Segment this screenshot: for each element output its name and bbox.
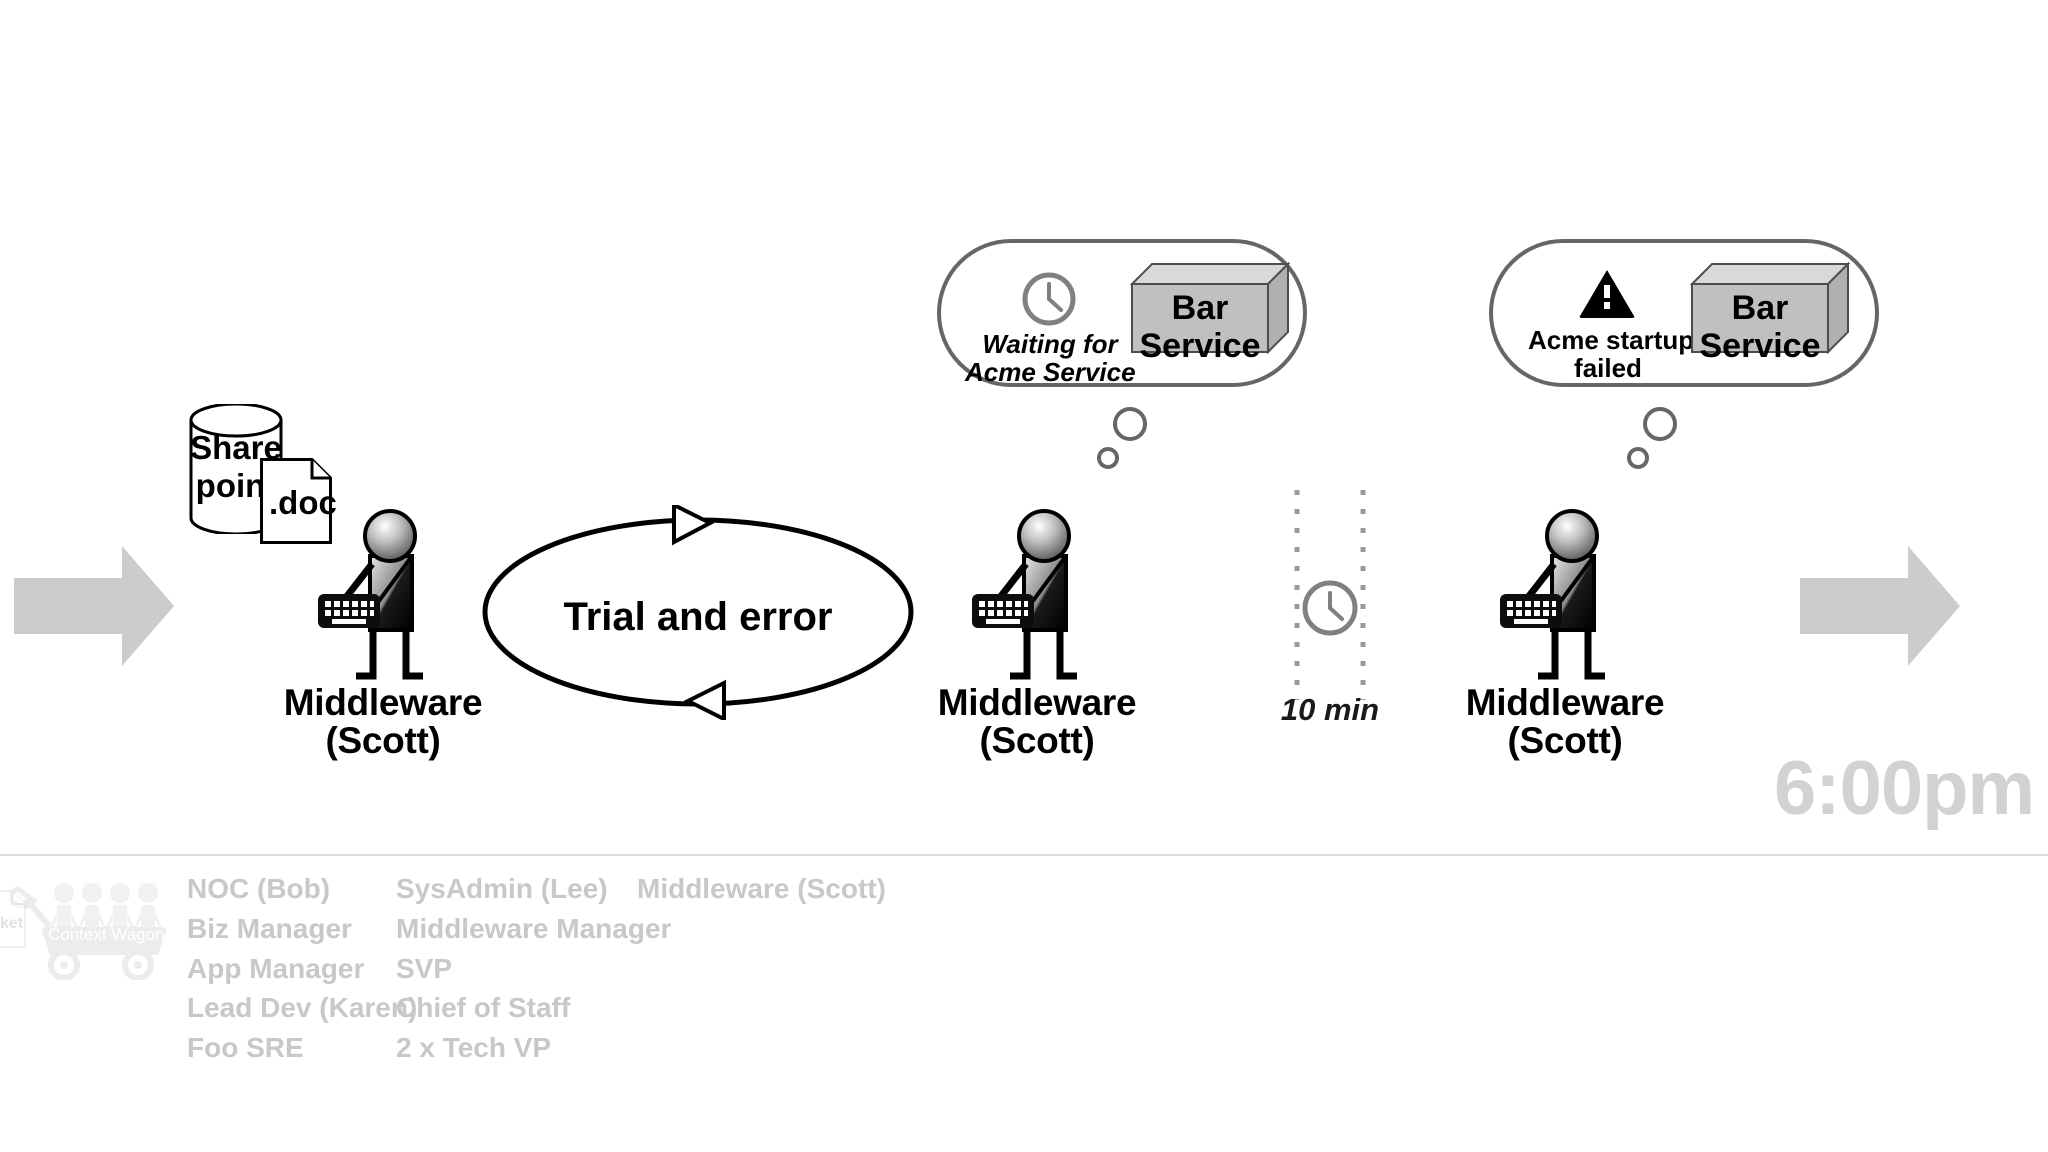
actor-1-name: Middleware bbox=[283, 682, 483, 723]
ticket-label: ket bbox=[0, 915, 24, 932]
role-item: NOC (Bob) bbox=[187, 873, 331, 904]
role-column-2: SysAdmin (Lee) Middleware Manager SVP Ch… bbox=[396, 869, 671, 1068]
bubble-tail-large-1 bbox=[1112, 406, 1148, 447]
timestamp-label: 6:00pm bbox=[1774, 746, 2035, 831]
role-item: App Manager bbox=[187, 952, 365, 984]
bubble-tail-small-2 bbox=[1626, 446, 1650, 475]
bubble-waiting-line2: Acme Service bbox=[965, 357, 1136, 387]
doc-file-icon bbox=[260, 458, 332, 549]
service-box-icon-1 bbox=[1129, 261, 1291, 359]
role-column-1: NOC (Bob) Biz Manager App Manager Lead D… bbox=[187, 869, 417, 1068]
role-item: SysAdmin (Lee) bbox=[396, 873, 608, 904]
time-gap-clock-icon bbox=[1300, 578, 1360, 643]
actor-1-who: (Scott) bbox=[325, 720, 441, 761]
role-item: Foo SRE bbox=[187, 1032, 304, 1063]
time-gap-label: 10 min bbox=[1280, 692, 1380, 727]
service-box-1-line2: Service bbox=[1139, 327, 1261, 365]
time-gap-marker bbox=[1290, 490, 1370, 710]
flow-arrow-right bbox=[1800, 546, 1960, 671]
actor-2-figure-icon bbox=[972, 508, 1102, 693]
role-item: SVP bbox=[396, 952, 453, 984]
role-item: Middleware Manager bbox=[396, 912, 672, 944]
loop-label: Trial and error bbox=[563, 595, 833, 639]
actor-3-figure-icon bbox=[1500, 508, 1630, 693]
bubble-failed-line2: failed bbox=[1574, 353, 1642, 383]
actor-1-figure-icon bbox=[318, 508, 448, 693]
role-item: Middleware (Scott) bbox=[637, 873, 886, 904]
actor-3-name: Middleware bbox=[1465, 682, 1665, 723]
actor-2-name: Middleware bbox=[937, 682, 1137, 723]
trial-and-error-loop-icon bbox=[478, 501, 918, 725]
sharepoint-database-icon bbox=[188, 402, 284, 539]
footer-divider bbox=[0, 854, 2048, 856]
role-column-3: Middleware (Scott) bbox=[637, 869, 886, 909]
service-box-1-line1: Bar bbox=[1171, 289, 1229, 327]
role-item: Chief of Staff bbox=[396, 992, 571, 1024]
bubble-waiting-line1: Waiting for bbox=[982, 329, 1118, 359]
bubble-failed-line1: Acme startup bbox=[1528, 325, 1695, 355]
bubble-tail-small-1 bbox=[1096, 446, 1120, 475]
clock-icon bbox=[1020, 270, 1078, 333]
actor-2-who: (Scott) bbox=[979, 720, 1095, 761]
service-box-icon-2 bbox=[1689, 261, 1851, 359]
bubble-tail-large-2 bbox=[1642, 406, 1678, 447]
doc-label: .doc bbox=[269, 484, 337, 521]
role-item: Biz Manager bbox=[187, 912, 352, 944]
role-item: Lead Dev (Karen) bbox=[187, 992, 418, 1024]
service-box-2-line1: Bar bbox=[1731, 289, 1789, 327]
role-item: 2 x Tech VP bbox=[396, 1032, 552, 1063]
service-box-2-line2: Service bbox=[1699, 327, 1821, 365]
warning-triangle-icon bbox=[1578, 268, 1636, 325]
flow-arrow-left bbox=[14, 546, 174, 671]
ticket-document-icon bbox=[0, 890, 26, 953]
actor-3-who: (Scott) bbox=[1507, 720, 1623, 761]
context-wagon-label: Context Wagon bbox=[48, 925, 165, 944]
